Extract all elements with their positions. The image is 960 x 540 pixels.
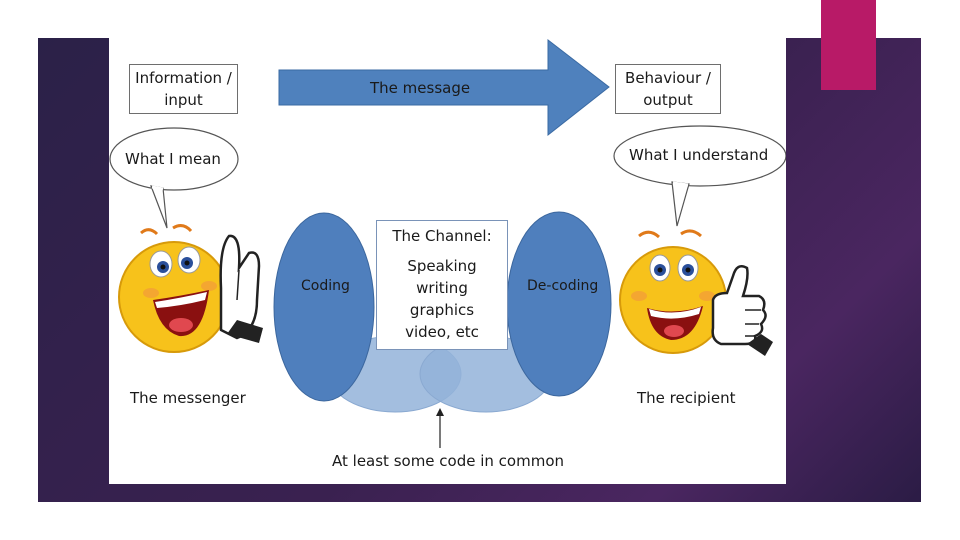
common-code-label: At least some code in common (332, 452, 565, 470)
messenger-label: The messenger (130, 389, 246, 407)
channel-item: writing (416, 279, 468, 297)
accent-bar (821, 0, 876, 90)
information-input-box: Information / input (129, 64, 238, 114)
information-box-line2: input (164, 91, 203, 109)
message-arrow (278, 38, 610, 137)
calling-hand-icon (219, 234, 263, 343)
bubble-right-text: What I understand (629, 146, 769, 164)
decoding-ellipse (506, 211, 612, 397)
speech-bubble-right (613, 125, 786, 227)
smiley-messenger-icon (118, 224, 230, 353)
channel-title: The Channel: (392, 227, 492, 245)
message-label: The message (370, 79, 471, 97)
channel-item: graphics (409, 301, 475, 319)
recipient-label: The recipient (637, 389, 736, 407)
behaviour-output-box: Behaviour / output (615, 64, 721, 114)
information-box-line1: Information / (135, 69, 232, 87)
thumbs-up-icon (711, 265, 773, 356)
coding-label: Coding (301, 278, 350, 294)
smiley-recipient-icon (619, 229, 727, 354)
channel-box: The Channel: Speaking writing graphics v… (376, 220, 508, 350)
speech-bubble-left (109, 127, 239, 229)
behaviour-box-line2: output (643, 91, 693, 109)
bubble-left-text: What I mean (125, 150, 221, 168)
diagram-graphics (109, 38, 786, 448)
decoding-label: De-coding (527, 278, 599, 294)
coding-ellipse (273, 212, 375, 402)
channel-item: Speaking (407, 257, 477, 275)
channel-list: Speaking writing graphics video, etc (377, 255, 507, 343)
common-code-pointer-arrow (436, 408, 444, 448)
channel-item: video, etc (405, 323, 479, 341)
behaviour-box-line1: Behaviour / (625, 69, 711, 87)
communication-diagram: Information / input The message Behaviou… (109, 38, 786, 484)
